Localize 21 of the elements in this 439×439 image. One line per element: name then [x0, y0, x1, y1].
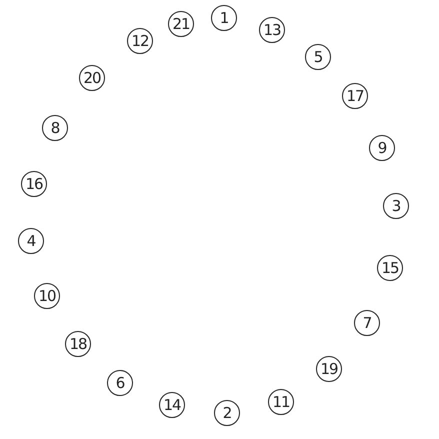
circled-number: 4	[18, 228, 44, 254]
circled-number: 15	[377, 255, 403, 281]
circled-number: 8	[42, 115, 68, 141]
circled-number: 17	[342, 83, 368, 109]
circled-number: 7	[354, 310, 380, 336]
circled-number: 16	[21, 171, 47, 197]
circled-number: 13	[259, 17, 285, 43]
circled-number: 14	[159, 392, 185, 418]
circled-number: 10	[34, 283, 60, 309]
circled-number: 9	[369, 135, 395, 161]
circled-number: 12	[127, 28, 153, 54]
circled-number: 18	[65, 331, 91, 357]
circled-number: 11	[268, 389, 294, 415]
circled-number: 5	[305, 44, 331, 70]
circled-number: 2	[214, 400, 240, 426]
circled-number: 19	[316, 356, 342, 382]
circled-number: 1	[211, 5, 237, 31]
circled-number: 3	[383, 193, 409, 219]
circled-number: 6	[107, 370, 133, 396]
circled-number: 21	[168, 11, 194, 37]
circled-number: 20	[79, 65, 105, 91]
